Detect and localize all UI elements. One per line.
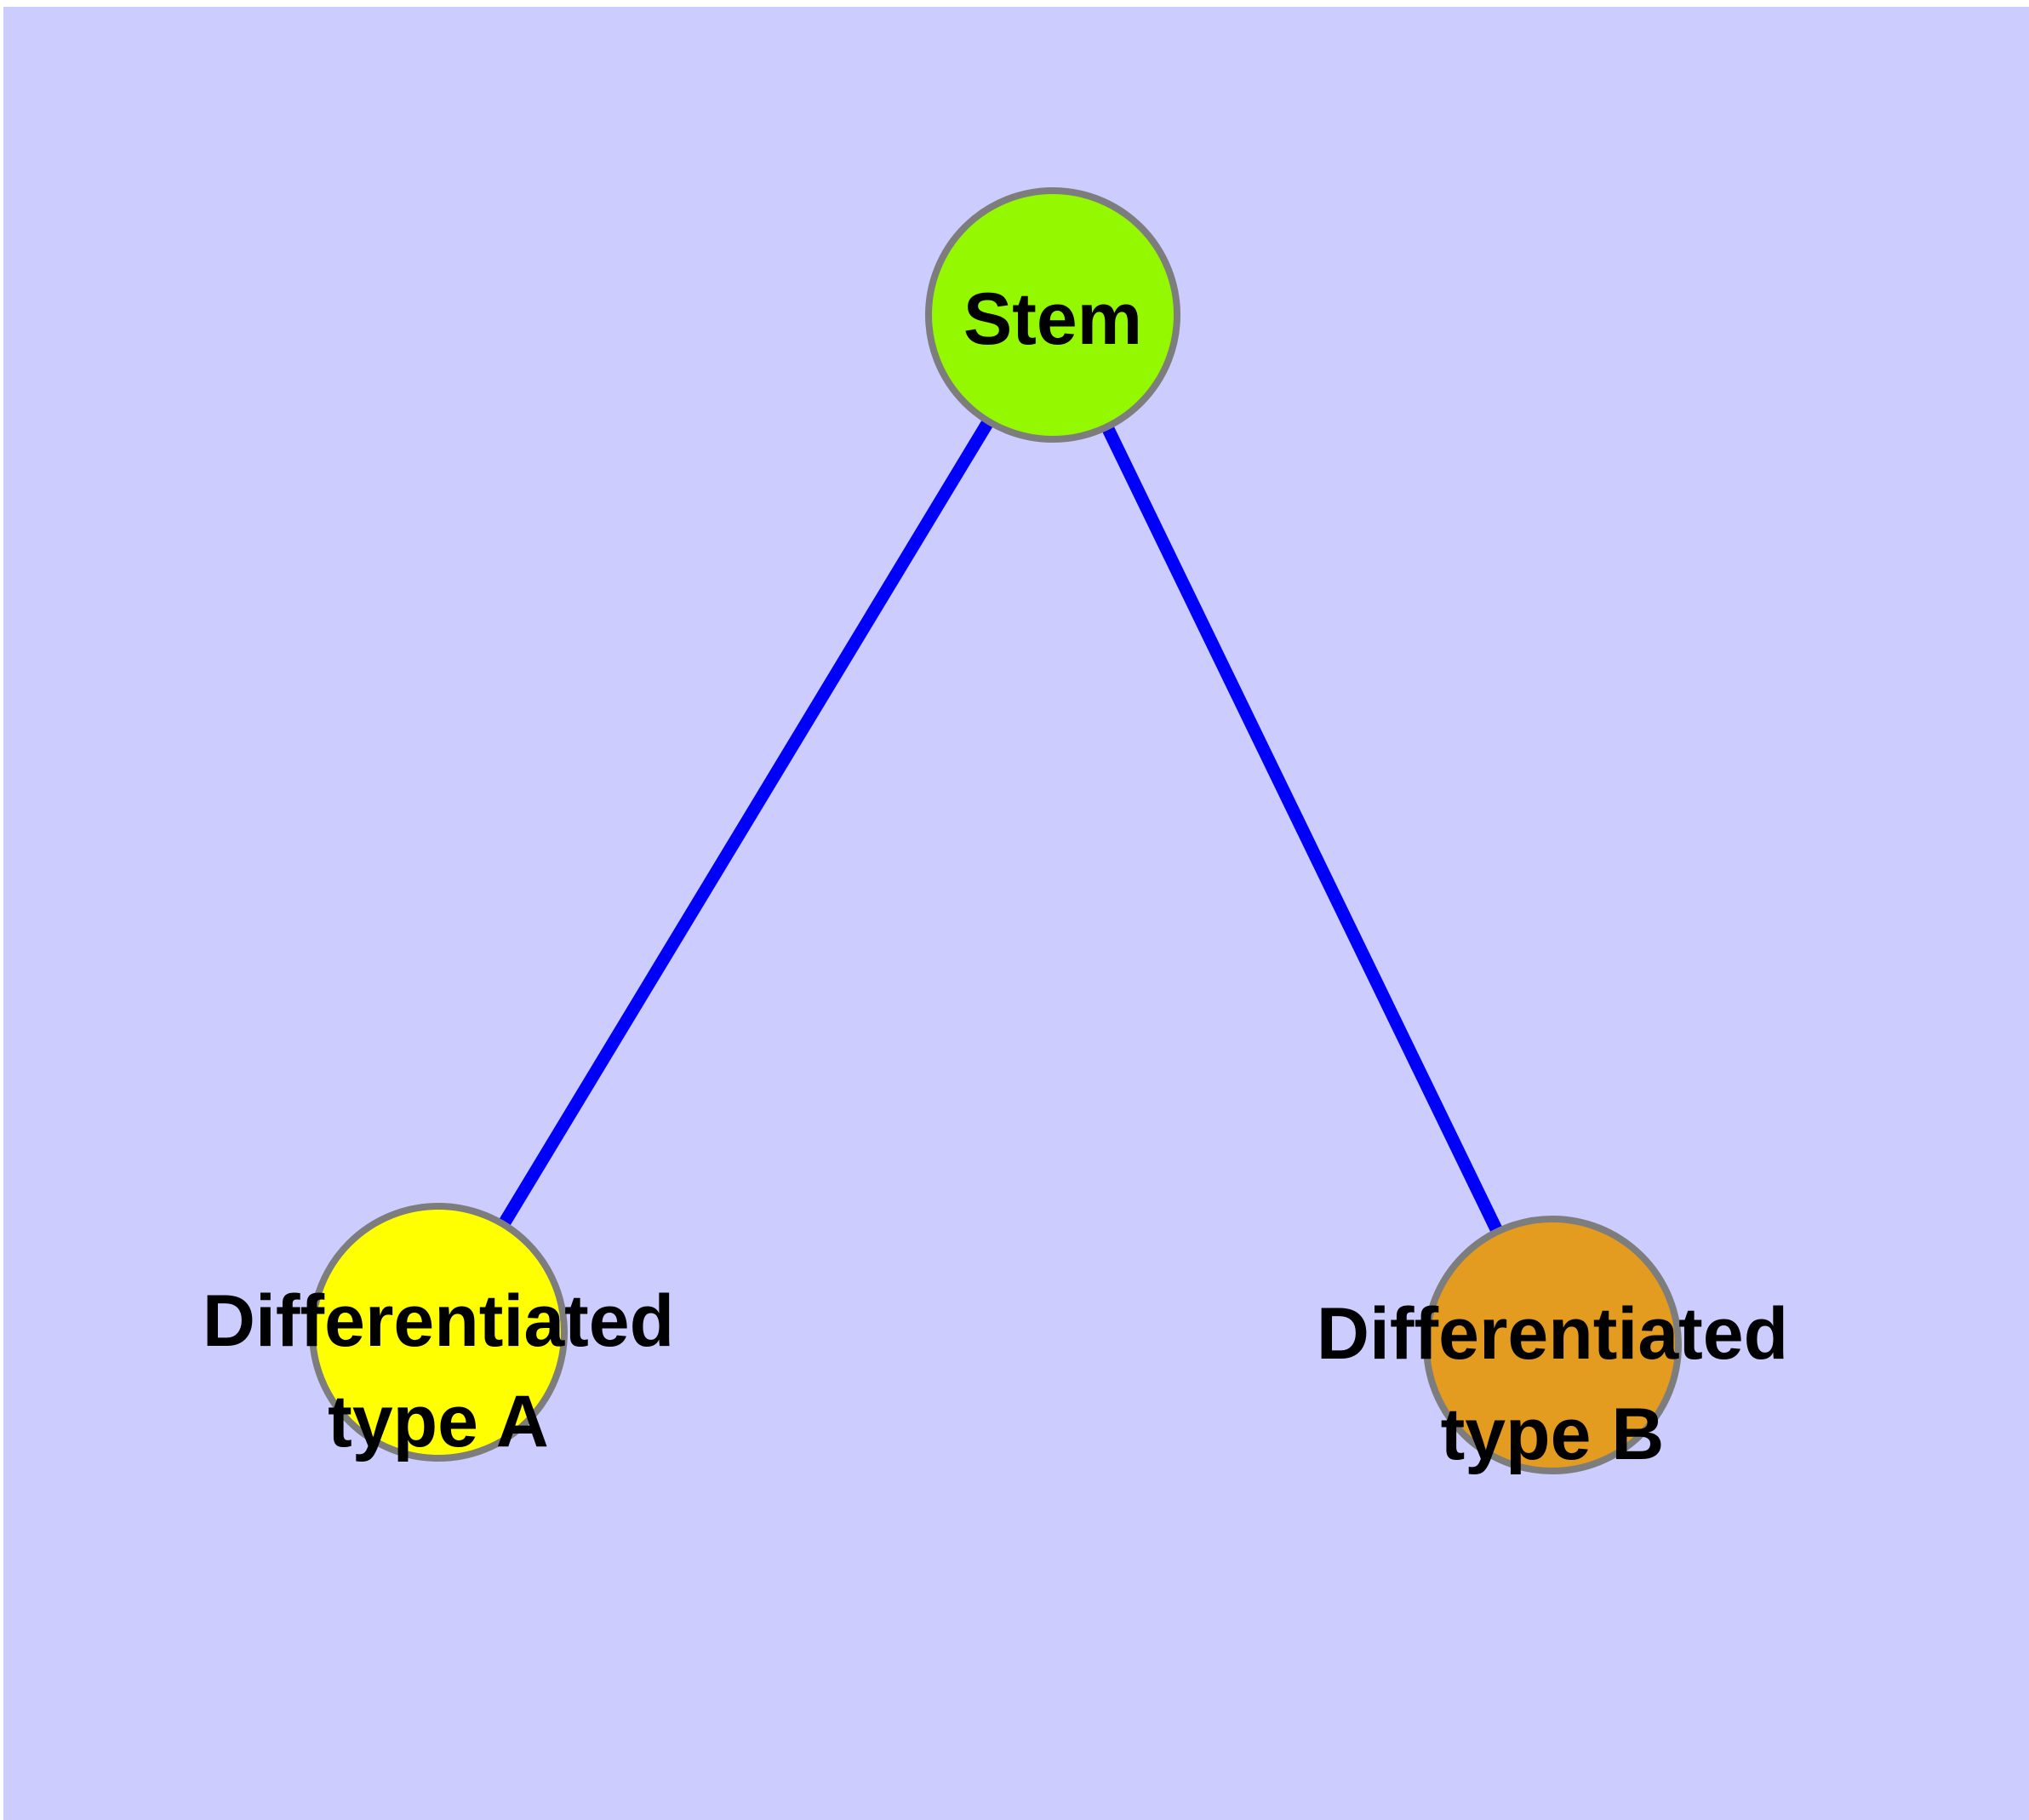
edge-stem-to-type-a xyxy=(432,312,1059,1336)
node-type-b-circle xyxy=(1423,1216,1682,1474)
edge-stem-to-type-b xyxy=(1047,312,1558,1348)
node-type-a-circle xyxy=(309,1203,568,1462)
node-stem-circle xyxy=(925,187,1180,443)
